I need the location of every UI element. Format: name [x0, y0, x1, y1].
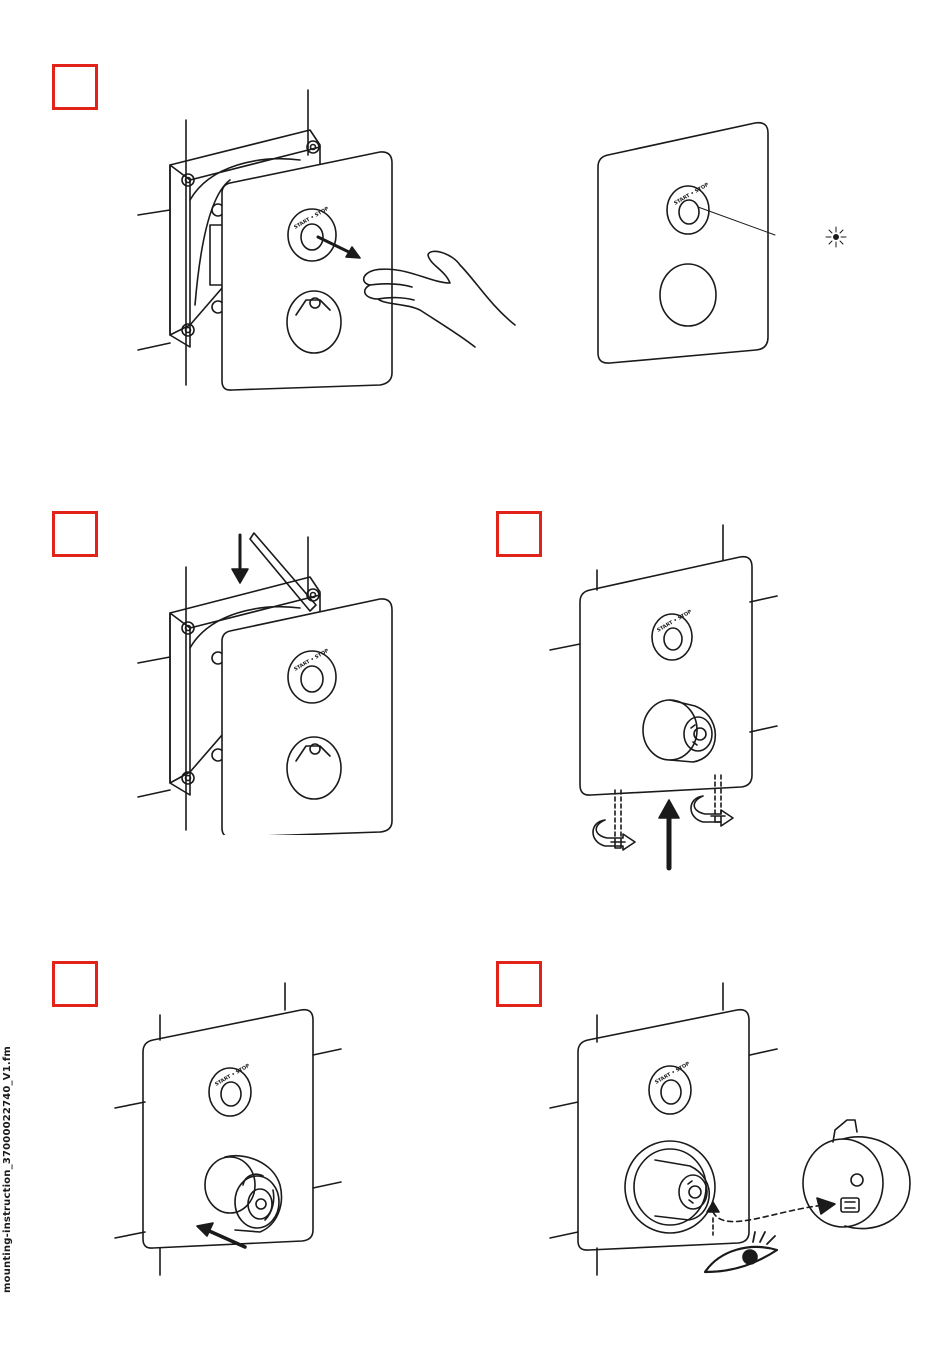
step-box-4 [52, 961, 98, 1007]
illustration-step-5: START • STOP [545, 980, 925, 1290]
illustration-step-1: START • STOP [130, 85, 530, 395]
illustration-step-2: START • STOP [130, 525, 410, 835]
illustration-step-4: START • STOP [105, 980, 355, 1280]
step-box-2 [52, 511, 98, 557]
sparkle-icon [826, 227, 846, 247]
illustration-step-3: START • STOP [545, 520, 795, 880]
step-box-3 [496, 511, 542, 557]
illustration-step-1b: START • STOP [590, 115, 860, 375]
document-filename-label: mounting-instruction_37000022740_V1.fm [2, 1046, 13, 1293]
step-box-5 [496, 961, 542, 1007]
step-box-1 [52, 64, 98, 110]
eye-icon [705, 1232, 777, 1272]
button-label-4: START • STOP [656, 609, 693, 634]
